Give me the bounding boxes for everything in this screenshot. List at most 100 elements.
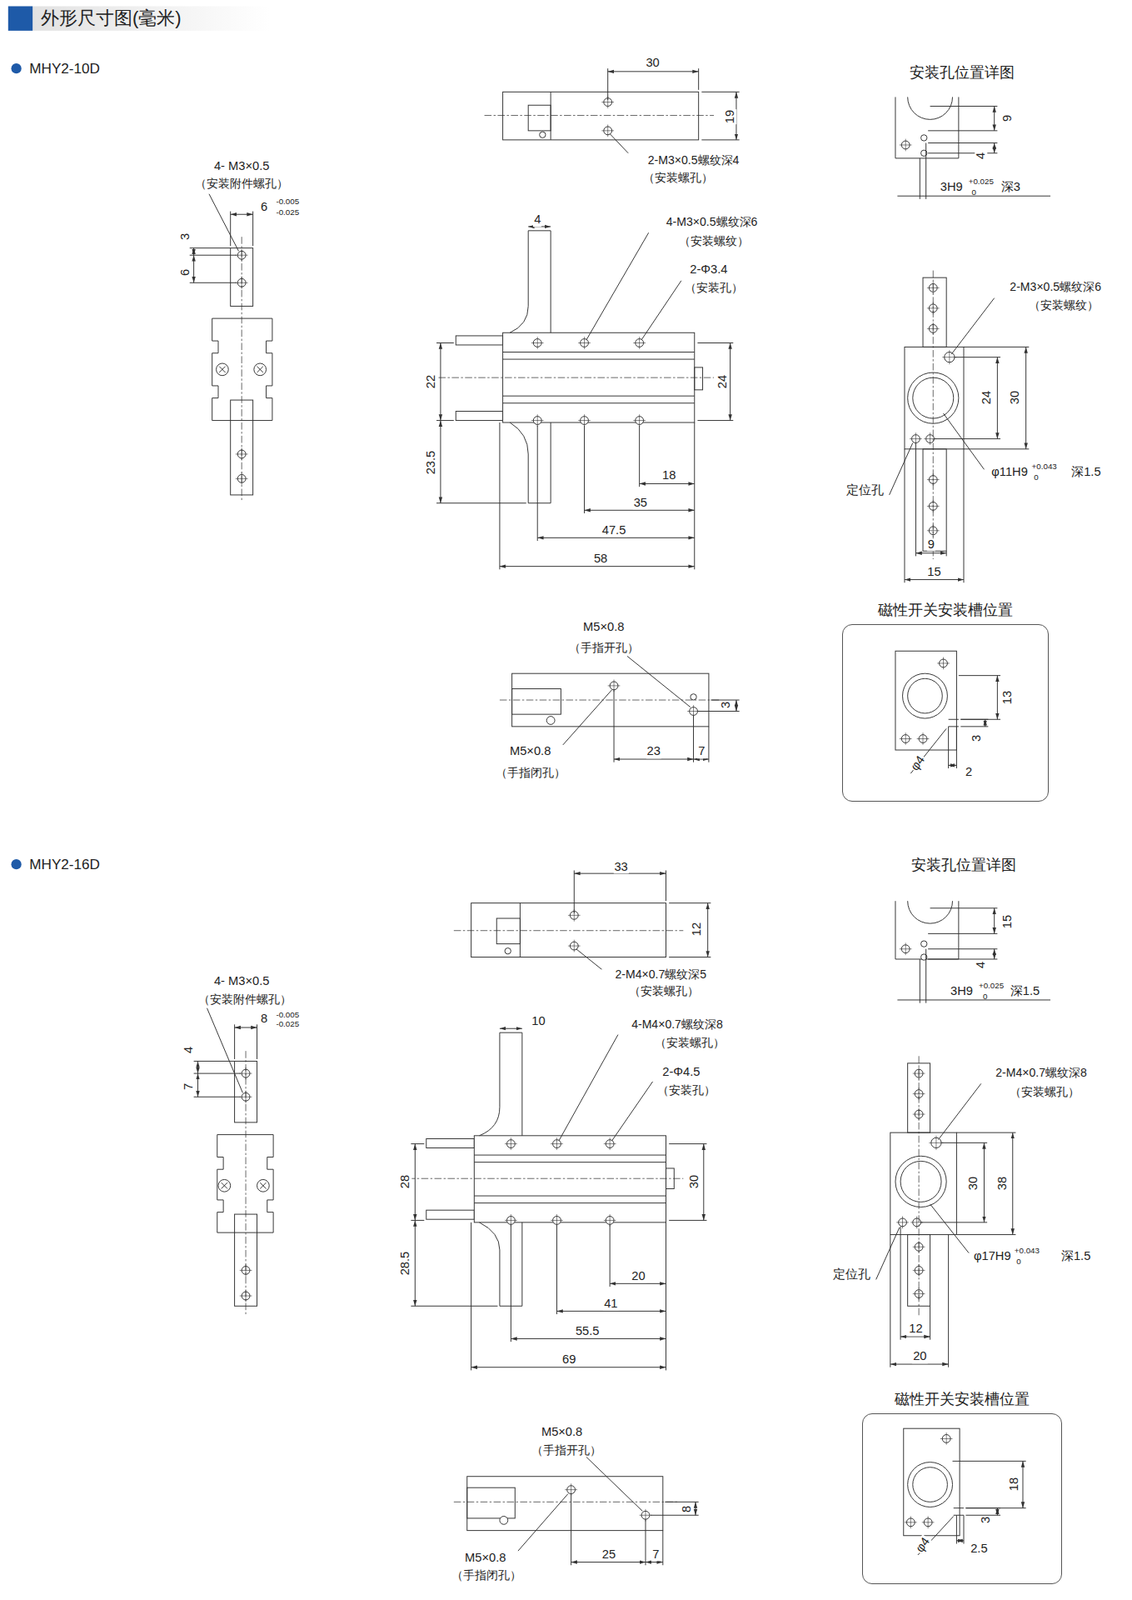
hole — [895, 1155, 947, 1207]
dimension-label: +0.043 — [1013, 1246, 1041, 1255]
leader-line — [609, 134, 629, 154]
leader-line — [586, 1456, 643, 1511]
leader-line — [960, 718, 1001, 720]
leader-line — [948, 725, 959, 727]
leader-line — [638, 425, 640, 487]
dimension-label: 4 — [182, 1045, 195, 1054]
dimension-line — [639, 483, 695, 484]
part-outline — [694, 367, 704, 390]
dimension-label: （安装螺纹） — [678, 234, 750, 248]
dimension-label: 55.5 — [574, 1324, 601, 1337]
hole — [504, 947, 511, 954]
title-band — [32, 5, 270, 30]
dimension-line — [609, 1282, 666, 1284]
leader-line — [927, 129, 998, 131]
dimension-label: 0 — [982, 992, 988, 1001]
leader-line — [194, 1060, 235, 1062]
leader-line — [937, 1082, 981, 1139]
dimension-label: +0.043 — [1031, 461, 1058, 470]
dimension-line — [230, 214, 254, 215]
screw-mark — [219, 366, 225, 373]
dimension-label: （安装螺孔） — [1008, 1085, 1081, 1098]
screw-mark — [257, 366, 264, 373]
leader-line — [641, 280, 682, 340]
dimension-line — [997, 675, 998, 720]
dimension-label: （安装孔） — [656, 1082, 717, 1096]
leader-line — [613, 689, 615, 763]
dimension-line — [608, 70, 699, 72]
leader-line — [941, 1141, 988, 1143]
leader-line — [410, 1219, 424, 1221]
page-title: 外形尺寸图(毫米) — [40, 5, 182, 31]
dimension-label: 3 — [979, 1515, 993, 1524]
leader-line — [586, 232, 649, 340]
leader-line — [537, 425, 539, 541]
dimension-label: -0.005 — [274, 1010, 300, 1019]
part-outline — [907, 900, 953, 923]
hole-cross — [578, 413, 591, 427]
leader-line — [963, 448, 1029, 449]
part-outline — [890, 1132, 958, 1234]
dimension-label: 30 — [1009, 389, 1023, 405]
dimension-label: 41 — [603, 1296, 619, 1310]
dimension-line — [984, 718, 986, 727]
leader-line — [927, 957, 998, 959]
dimension-label: 22 — [424, 374, 438, 389]
dimension-line — [707, 902, 709, 958]
leader-line — [436, 342, 454, 344]
leader-line — [473, 1201, 666, 1203]
leader-line — [963, 346, 1029, 348]
dimension-label: M5×0.8 — [540, 1425, 584, 1438]
dimension-label: 13 — [1001, 689, 1014, 705]
dimension-line — [904, 578, 964, 580]
dimension-label: 深1.5 — [1060, 1250, 1092, 1263]
leader-line — [503, 351, 695, 353]
dimension-label: 8 — [259, 1012, 269, 1025]
dimension-label: 2-M3×0.5螺纹深6 — [1008, 280, 1103, 294]
dimension-label: （手指开孔） — [568, 641, 640, 654]
leader-line — [194, 1072, 241, 1074]
dimension-label: +0.025 — [967, 177, 995, 186]
dimension-line — [694, 1501, 696, 1515]
dimension-label: 2 — [964, 765, 973, 778]
dimension-line — [510, 1337, 666, 1339]
leader-line — [229, 211, 231, 247]
bullet — [10, 63, 21, 74]
dimension-line — [556, 1310, 666, 1312]
leader-line — [194, 1096, 241, 1098]
leader-line — [503, 395, 695, 397]
part-outline — [895, 900, 959, 959]
dimension-label: 4-M4×0.7螺纹深8 — [630, 1017, 724, 1031]
hole — [907, 1461, 953, 1507]
leader-line — [650, 1514, 699, 1516]
leader-line — [665, 1221, 667, 1371]
dimension-line — [193, 254, 195, 283]
leader-line — [583, 425, 585, 514]
bullet — [10, 858, 21, 869]
leader-line — [708, 726, 709, 763]
leader-line — [889, 1234, 891, 1367]
dimension-label: （安装附件螺孔） — [197, 992, 293, 1005]
dimension-label: 28 — [399, 1173, 413, 1189]
leader-line — [556, 1223, 558, 1314]
dimension-line — [571, 1560, 646, 1562]
leader-line — [951, 298, 994, 355]
hole-cross — [578, 336, 591, 350]
model-name: MHY2-10D — [28, 60, 101, 76]
dimension-line — [234, 1027, 258, 1028]
hole-cross — [531, 413, 544, 427]
dimension-line — [414, 1143, 416, 1221]
leader-line — [503, 359, 695, 360]
part-outline — [471, 902, 667, 958]
leader-line — [473, 1161, 666, 1162]
dimension-label: φ4 — [907, 752, 928, 773]
hole — [539, 131, 546, 138]
dimension-label: 15 — [1001, 912, 1014, 928]
dimension-label: 6 — [179, 268, 192, 277]
leader-line — [947, 726, 949, 768]
dimension-label: 安装孔位置详图 — [910, 857, 1018, 873]
dimension-label: （手指开孔） — [530, 1442, 603, 1456]
dimension-line — [471, 1366, 667, 1367]
center-line — [453, 929, 684, 931]
